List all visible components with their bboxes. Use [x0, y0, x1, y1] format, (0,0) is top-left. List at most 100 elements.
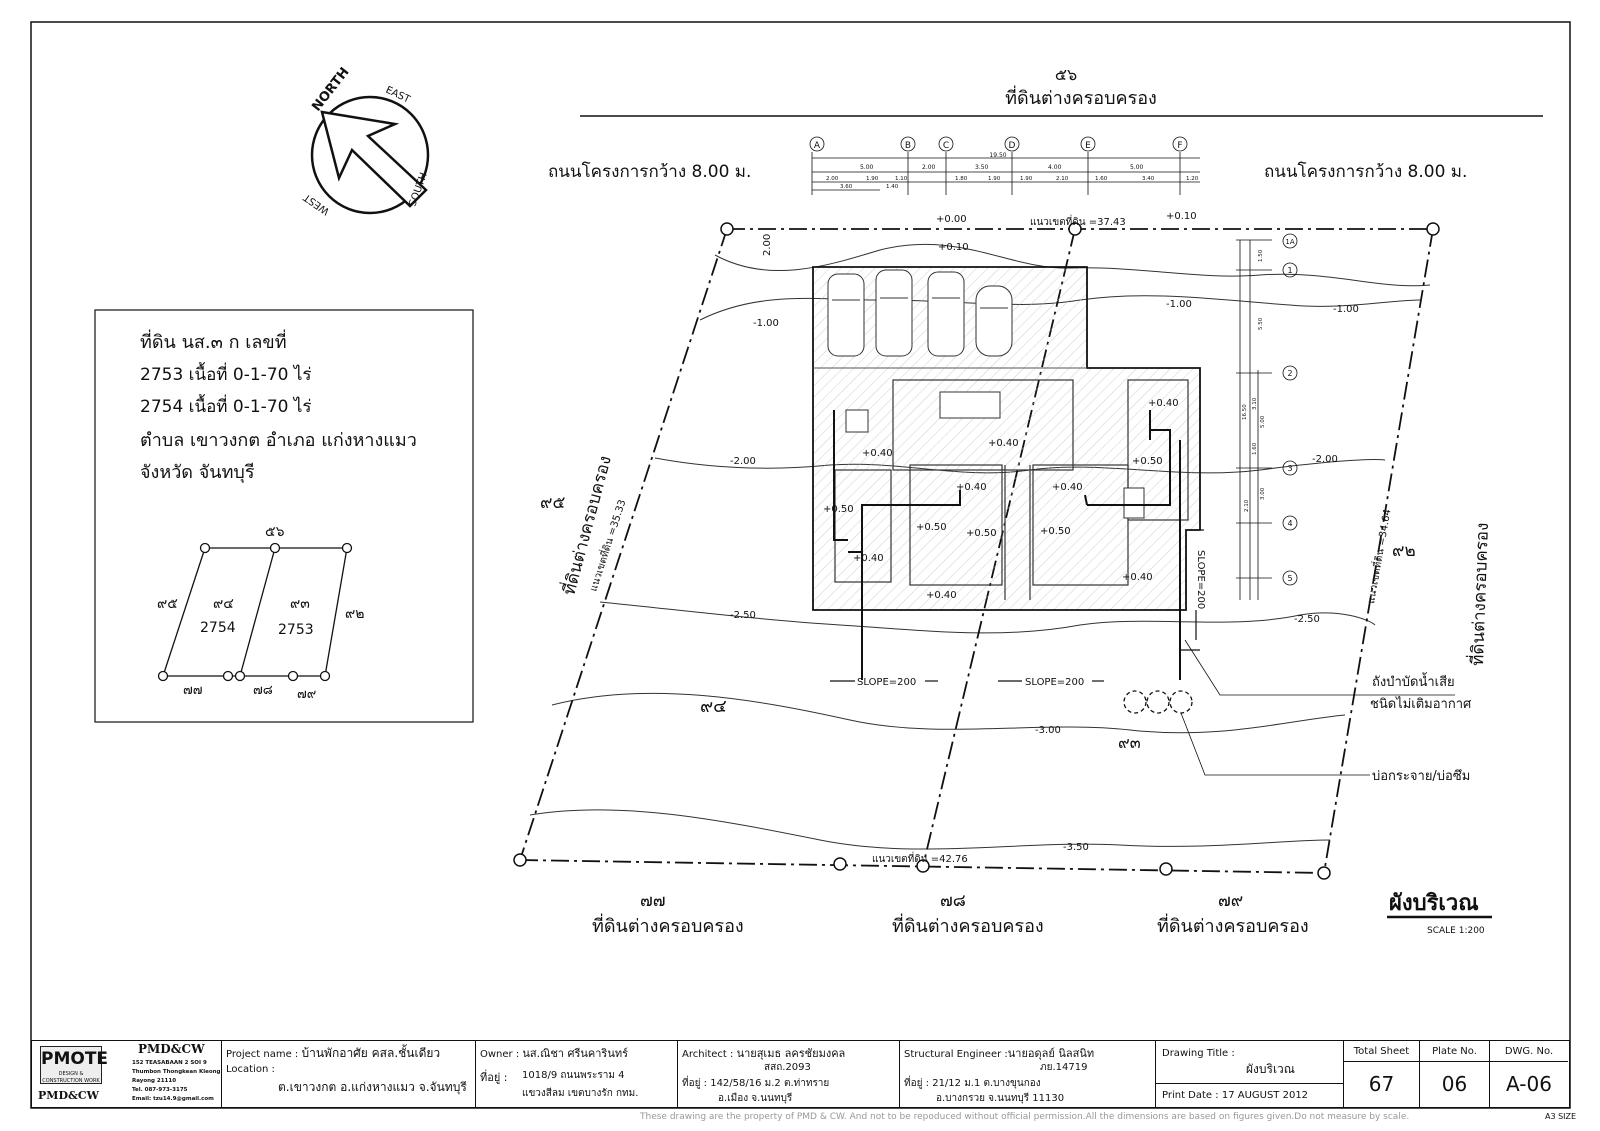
key-right-lot: ๙๒ [345, 606, 364, 622]
drain-slope-lines [830, 529, 1204, 682]
land-line-5: จังหวัด จันทบุรี [140, 462, 255, 483]
location-label: Location : [226, 1064, 275, 1075]
floor-level-11: +0.40 [926, 590, 957, 601]
contour-300: -3.00 [1035, 725, 1061, 736]
location-value: ต.เขาวงกต อ.แก่งหางแมว จ.จันทบุรี [278, 1080, 467, 1094]
key-2753: 2753 [278, 622, 314, 638]
drawing-scale: SCALE 1:200 [1427, 926, 1485, 936]
land-info-box: ที่ดิน นส.๓ ก เลขที่ 2753 เนื้อที่ 0-1-7… [94, 309, 474, 723]
top-dimension-chain [809, 136, 1200, 195]
key-top-lot: ๕๖ [265, 524, 285, 540]
dim-low-9: 3.40 [1142, 176, 1155, 182]
engineer-cell: Structural Engineer :นายอดุลย์ นิลสนิท ภ… [900, 1041, 1156, 1107]
dim-low-5: 1.90 [988, 176, 1001, 182]
bottom-lot-1-owner: ที่ดินต่างครอบครอง [592, 913, 744, 937]
lot-93-label: ๙๓ [1118, 733, 1141, 752]
contour-350: -3.50 [1063, 842, 1089, 853]
septic-label-2: ชนิดไม่เติมอากาศ [1370, 696, 1472, 712]
boundary-bottom-length: แนวเขตที่ดิน =42.76 [872, 851, 968, 865]
bottom-lot-2-owner: ที่ดินต่างครอบครอง [892, 913, 1044, 937]
level-top-2: +0.10 [938, 242, 969, 253]
dim-mid-2: 2.00 [922, 164, 936, 171]
owner-address-1: 1018/9 ถนนพระราม 4 [522, 1070, 625, 1081]
dim-right-4: 5.00 [1260, 415, 1266, 428]
plate-no-cell: Plate No. 06 [1420, 1041, 1490, 1107]
address-line-1: 152 TEASABAAN 2 SOI 9 [132, 1060, 207, 1066]
owner-value: นส.ณิชา ศรีนคารินทร์ [522, 1047, 628, 1060]
architect-address-2: อ.เมือง จ.นนทบุรี [718, 1093, 793, 1104]
house-footprint [812, 266, 1201, 680]
floor-level-1: +0.40 [862, 448, 893, 459]
floor-level-12: +0.40 [1122, 572, 1153, 583]
septic-label-1: ถังบำบัดน้ำเสีย [1372, 672, 1455, 690]
right-owner-label: ที่ดินต่างครอบครอง [1465, 522, 1493, 666]
owner-label: Owner : [480, 1049, 520, 1060]
grid-row-2: 2 [1287, 369, 1292, 378]
dim-right-3: 3.10 [1252, 397, 1258, 410]
logo-subtext: DESIGN & CONSTRUCTION WORK [42, 1071, 100, 1084]
logo-bottom-text: PMD&CW [38, 1089, 100, 1102]
engineer-address-2: อ.บางกรวย จ.นนทบุรี 11130 [936, 1093, 1065, 1104]
architect-address-1: 142/58/16 ม.2 ต.ท่าทราย [710, 1078, 830, 1089]
boundary-right-length: แนวเขตที่ดิน =34.64 [1363, 508, 1393, 605]
engineer-value: นายอดุลย์ นิลสนิท [1007, 1047, 1095, 1060]
land-line-4: ตำบล เขาวงกต อำเภอ แก่งหางแมว [140, 430, 417, 451]
dim-low-4: 1.80 [955, 176, 968, 182]
owner-address-label: ที่อยู่ : [480, 1071, 508, 1084]
leader-lines [1180, 639, 1455, 776]
grid-col-c: C [943, 141, 949, 151]
floor-level-5: +0.40 [988, 438, 1019, 449]
grid-row-1a: 1A [1285, 238, 1294, 246]
grid-row-3: 3 [1287, 464, 1292, 473]
plate-no-value: 06 [1441, 1072, 1468, 1096]
key-lot-94: ๙๔ [213, 596, 234, 612]
drawing-frame [30, 21, 1571, 1109]
bottom-lot-2-number: ๗๘ [940, 891, 966, 911]
dim-right-7: 3.00 [1260, 487, 1266, 500]
contour-100-a: -1.00 [753, 318, 779, 329]
dim-mid-1: 5.00 [860, 164, 874, 171]
engineer-address-label: ที่อยู่ : [904, 1078, 930, 1089]
grid-col-f: F [1177, 141, 1182, 151]
address-line-5: Email: tzu14.9@gmail.com [132, 1096, 214, 1102]
total-sheet-value: 67 [1368, 1072, 1395, 1096]
company-cell: PMOTE DESIGN & CONSTRUCTION WORK PMD&CW … [32, 1041, 222, 1107]
boundary-top-length: แนวเขตที่ดิน =37.43 [1030, 214, 1126, 228]
land-line-1: ที่ดิน นส.๓ ก เลขที่ [140, 329, 287, 353]
road-label-left: ถนนโครงการกว้าง 8.00 ม. [548, 161, 751, 182]
total-sheet-label: Total Sheet [1344, 1041, 1419, 1062]
contour-200-a: -2.00 [730, 456, 756, 467]
grid-col-d: D [1009, 141, 1016, 151]
drawing-title-label: Drawing Title : [1162, 1048, 1235, 1059]
company-logo: PMOTE DESIGN & CONSTRUCTION WORK [40, 1046, 108, 1084]
right-lot-number: ๙๒ [1392, 541, 1416, 561]
title-block: PMOTE DESIGN & CONSTRUCTION WORK PMD&CW … [31, 1040, 1570, 1108]
engineer-address-1: 21/12 ม.1 ต.บางขุนกอง [932, 1078, 1041, 1089]
grid-row-4: 4 [1287, 519, 1292, 528]
floor-level-extra: +0.50 [1132, 456, 1163, 467]
top-lot-number: ๕๖ [1055, 65, 1077, 84]
land-line-2: 2753 เนื้อที่ 0-1-70 ไร่ [140, 362, 312, 385]
septic-tank-icons [1123, 690, 1193, 714]
dim-low-10: 1.20 [1186, 176, 1199, 182]
dwg-no-label: DWG. No. [1490, 1041, 1568, 1062]
owner-address-2: แขวงสีลม เขตบางรัก กทม. [522, 1088, 639, 1099]
engineer-license: ภย.14719 [1040, 1062, 1088, 1073]
top-owner-label: ที่ดินต่างครอบครอง [1005, 85, 1157, 109]
bottom-lot-3-number: ๗๙ [1218, 891, 1243, 911]
engineer-label: Structural Engineer : [904, 1049, 1008, 1060]
paper-size-label: A3 SIZE [1545, 1112, 1577, 1121]
address-line-4: Tel. 087-973-3175 [132, 1087, 188, 1093]
dim-low-1: 2.00 [826, 176, 839, 182]
dim-low-6: 1.90 [1020, 176, 1033, 182]
key-bottom-2: ๗๘ [253, 683, 273, 698]
floor-level-10: +0.40 [1148, 398, 1179, 409]
drawing-title-value: ผังบริเวณ [1246, 1062, 1295, 1076]
dim-low-2: 1.90 [866, 176, 879, 182]
floor-level-2: +0.50 [823, 504, 854, 515]
company-name: PMD&CW [138, 1042, 205, 1056]
dim-right-8: 16.50 [1242, 404, 1248, 420]
company-address: 152 TEASABAAN 2 SOI 9 Thumbon Thongkean … [132, 1059, 220, 1104]
bottom-lot-1-number: ๗๗ [640, 891, 666, 911]
